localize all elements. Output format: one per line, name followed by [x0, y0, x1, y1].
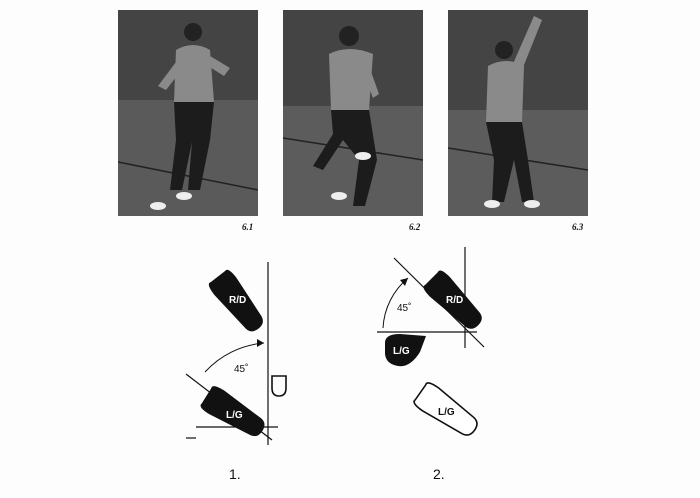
- diagram-number: 1.: [229, 466, 241, 482]
- photo-6-2: [283, 10, 423, 216]
- left-foot-outline-icon: [413, 382, 478, 436]
- foot-label: L/G: [393, 346, 410, 357]
- foot-label: L/G: [226, 410, 243, 421]
- photo-caption: 6.3: [572, 222, 584, 232]
- photo-caption: 6.1: [242, 222, 254, 232]
- angle-label: 45˚: [397, 302, 411, 314]
- foot-label: R/D: [446, 295, 463, 306]
- right-foot-icon: [208, 269, 263, 332]
- foot-label: R/D: [229, 295, 246, 306]
- photo-caption: 6.2: [409, 222, 421, 232]
- foot-label: L/G: [438, 407, 455, 418]
- angle-label: 45˚: [234, 363, 248, 375]
- photo-6-3: [448, 10, 588, 216]
- right-foot-icon: [423, 270, 482, 329]
- left-foot-icon: [200, 386, 265, 437]
- diagram-2: 45˚ R/D L/G L/G: [377, 247, 485, 436]
- photo-6-1: [118, 10, 258, 216]
- diagram-1: 45˚ R/D L/G: [185, 262, 287, 445]
- left-heel-icon: [384, 334, 426, 367]
- diagram-number: 2.: [433, 466, 445, 482]
